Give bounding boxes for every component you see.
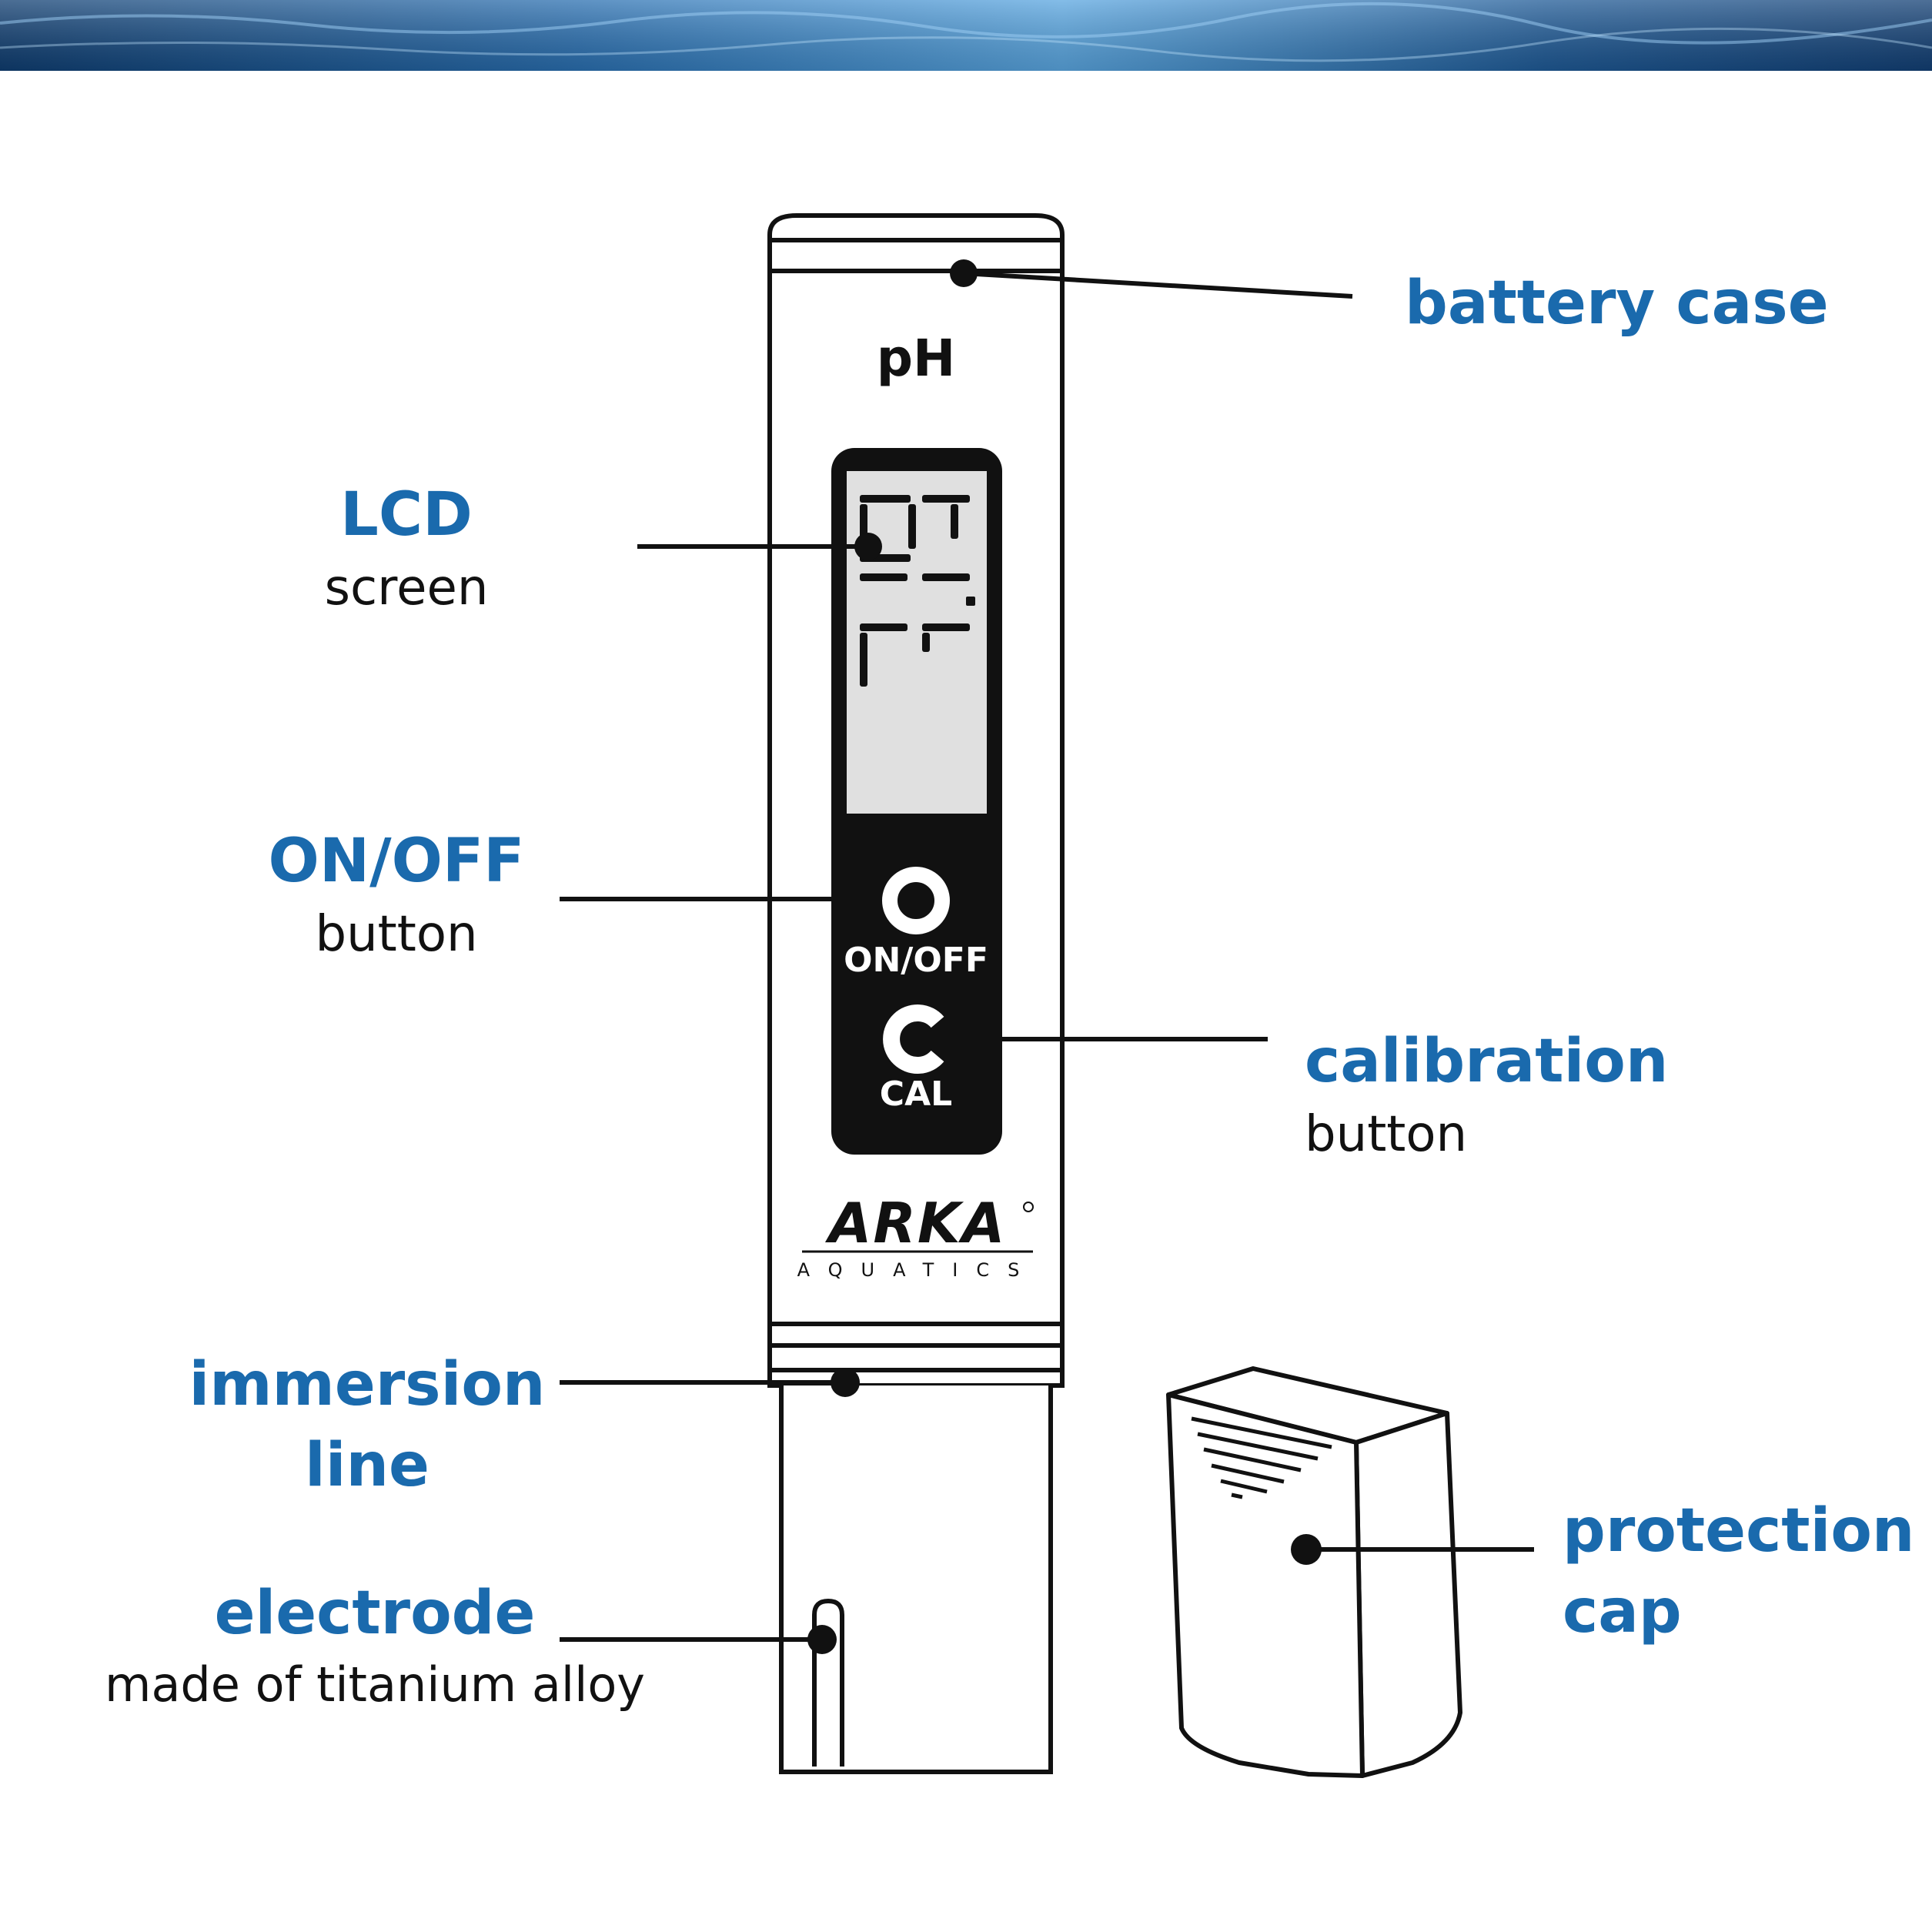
leader-dot-battery-case [950,259,978,287]
callout-lcd-title: LCD [340,480,473,550]
arka-brand-name: ARKA [825,1191,1007,1255]
leader-lines [560,259,1534,1654]
callout-immersion-title-1: immersion [189,1350,546,1419]
water-banner [0,0,1932,71]
cal-icon [883,1004,944,1074]
cal-button[interactable] [883,1004,944,1074]
leader-dot-protection-cap [1291,1534,1322,1565]
leader-dot-electrode [807,1625,837,1654]
leader-dot-immersion [831,1368,860,1397]
on-off-device-label: ON/OFF [844,941,988,980]
cap-front [1166,1392,1365,1778]
callout-calibration-subtitle: button [1305,1106,1467,1163]
callout-immersion-title-2: line [305,1431,430,1500]
protection-cap [1166,1366,1462,1778]
leader-battery-case [963,271,1353,299]
electrode-housing [779,1385,1053,1774]
callout-electrode-title: electrode [215,1579,536,1648]
cap-vent-lines [1191,1416,1332,1499]
callout-lcd-subtitle: screen [325,560,489,617]
electrode [812,1598,844,1767]
lcd-digits [860,495,975,687]
cal-device-label: CAL [880,1075,952,1114]
callout-on-off-title: ON/OFF [269,827,525,896]
arka-logo: ARKA AQUATICS [797,1191,1038,1281]
callout-battery-case-title: battery case [1405,269,1829,338]
cap-side [1354,1411,1462,1778]
callout-protection-cap-title-1: protection [1563,1496,1914,1566]
callout-on-off-subtitle: button [315,906,477,963]
on-off-button[interactable] [882,867,950,934]
leader-dot-lcd [854,533,882,560]
on-off-icon [882,867,950,934]
arka-brand-sub: AQUATICS [797,1259,1038,1281]
callout-electrode-subtitle: made of titanium alloy [105,1656,645,1713]
callout-calibration-title: calibration [1305,1027,1668,1096]
ph-label: pH [877,329,955,388]
callout-protection-cap-title-2: cap [1563,1577,1682,1646]
lcd-screen [847,471,987,814]
